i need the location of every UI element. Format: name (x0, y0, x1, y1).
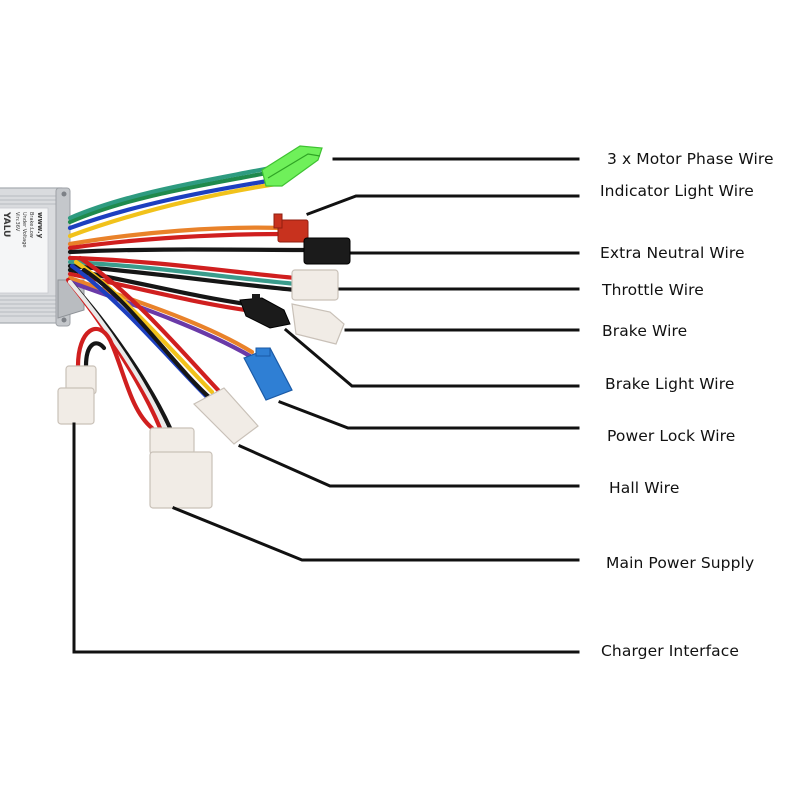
housing-text-5: www.y (36, 212, 44, 239)
connector-brake-light (239, 294, 291, 329)
connector-hall (193, 387, 259, 445)
connector-throttle (291, 269, 339, 301)
leader-charger (72, 422, 580, 654)
leader-brake-light (283, 327, 580, 388)
label-extra-neutral: Extra Neutral Wire (600, 244, 745, 262)
label-brake: Brake Wire (602, 322, 688, 340)
housing-text-3: Under Voltage (21, 212, 27, 247)
housing-label-plate (0, 207, 49, 294)
connector-indicator-light (273, 213, 309, 243)
label-brake-light: Brake Light Wire (605, 375, 735, 393)
wire-teal-throttle (67, 259, 299, 287)
wire-black-neutral (67, 247, 311, 255)
wire-red-charger (75, 327, 155, 431)
connector-extra-neutral (303, 237, 351, 265)
leader-lines (72, 157, 580, 654)
wire-green (67, 169, 275, 225)
wire-teal (67, 165, 273, 221)
housing-text-2: Vin:36V (14, 212, 20, 232)
housing-text-4: Brake:Low (28, 212, 34, 238)
heatsink-fins (0, 195, 60, 317)
housing-text-1: YALU (1, 211, 11, 237)
wire-black-charger (83, 341, 107, 369)
wire-red-hall (77, 255, 221, 393)
label-hall: Hall Wire (609, 479, 680, 497)
connector-power-lock (243, 347, 293, 401)
connector-motor-phase (261, 145, 323, 187)
connector-main-power (149, 427, 213, 509)
leader-indicator-light (306, 194, 580, 216)
leader-hall (238, 444, 580, 488)
wire-orange-lock (67, 275, 255, 355)
controller-housing: www.y Brake:Low Under Voltage Vin:36V YA… (0, 187, 85, 327)
label-motor-phase: 3 x Motor Phase Wire (607, 150, 774, 168)
label-main-power: Main Power Supply (606, 554, 755, 572)
wire-blue (67, 177, 277, 231)
label-throttle: Throttle Wire (602, 281, 704, 299)
wire-white-main (67, 279, 168, 431)
wire-black-throttle (67, 263, 299, 293)
wire-bundle (65, 165, 311, 431)
leader-power-lock (278, 400, 580, 430)
wire-yellow (67, 181, 279, 239)
label-charger: Charger Interface (601, 642, 740, 660)
connector-charger (57, 365, 97, 425)
leader-main-power (172, 506, 580, 562)
wire-purple-lock (67, 279, 253, 359)
label-indicator-light: Indicator Light Wire (600, 182, 754, 200)
wire-red-indicator (67, 231, 285, 251)
wire-orange-indicator (67, 225, 285, 247)
wire-red-throttle (67, 255, 299, 281)
label-power-lock: Power Lock Wire (607, 427, 736, 445)
connector-brake (291, 303, 345, 345)
wire-black-hall (81, 267, 213, 401)
